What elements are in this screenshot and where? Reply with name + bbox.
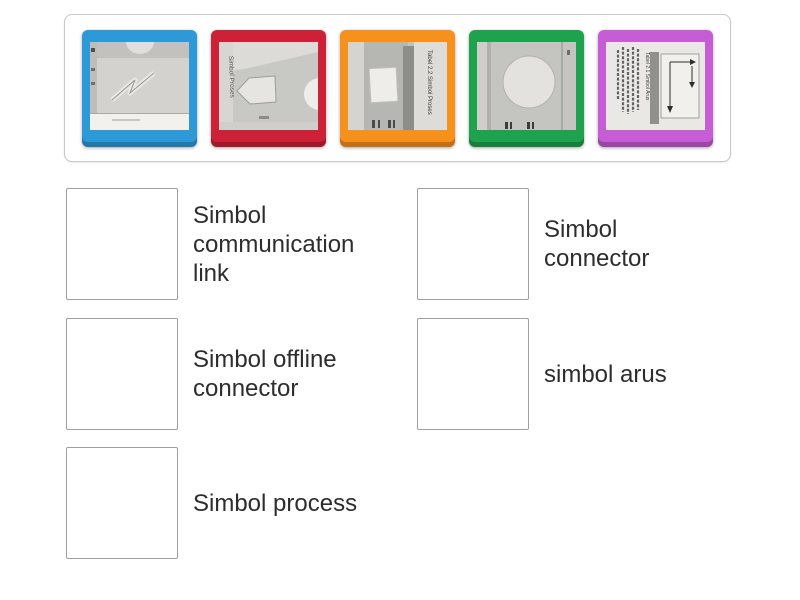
- draggable-tile-blue[interactable]: [82, 29, 197, 147]
- pair-label: Simbol communication link: [193, 201, 355, 287]
- pair-row: simbol arus: [417, 318, 719, 430]
- tile-orange-caption: Tabel 2.2 Simbol Proses: [426, 50, 432, 115]
- draggable-tile-red[interactable]: Simbol Proses: [211, 29, 326, 147]
- pair-label: Simbol process: [193, 489, 358, 517]
- dropzone-communication-link[interactable]: [66, 188, 178, 300]
- rectangle-symbol-table-photo: Tabel 2.2 Simbol Proses: [348, 41, 447, 130]
- dropzone-connector[interactable]: [417, 188, 529, 300]
- pentagon-symbol-photo: Simbol Proses: [219, 41, 318, 130]
- pair-label: simbol arus: [544, 360, 667, 388]
- dropzone-process[interactable]: [66, 447, 178, 559]
- tile-red-caption: Simbol Proses: [227, 55, 235, 98]
- draggable-tile-green[interactable]: [469, 29, 584, 147]
- pair-row: Simbol offline connector: [66, 318, 368, 430]
- pair-label: Simbol offline connector: [193, 346, 337, 402]
- pair-row: Simbol communication link: [66, 188, 368, 300]
- flow-arrows-table-photo: Tabel 2.1 Simbol Arus: [606, 41, 705, 130]
- pair-row: Simbol process: [66, 447, 368, 559]
- lightning-zigzag-symbol-photo: [90, 41, 189, 130]
- pair-label: Simbol connector: [544, 216, 650, 272]
- tile-purple-caption: Tabel 2.1 Simbol Arus: [644, 52, 650, 101]
- draggable-tile-purple[interactable]: Tabel 2.1 Simbol Arus: [598, 29, 713, 147]
- draggable-tile-orange[interactable]: Tabel 2.2 Simbol Proses: [340, 29, 455, 147]
- tile-tray: Simbol Proses Tabel 2.2 Simbol Proses: [64, 14, 731, 162]
- circle-symbol-photo: [477, 41, 576, 130]
- dropzone-arus[interactable]: [417, 318, 529, 430]
- dropzone-offline-connector[interactable]: [66, 318, 178, 430]
- pair-row: Simbol connector: [417, 188, 719, 300]
